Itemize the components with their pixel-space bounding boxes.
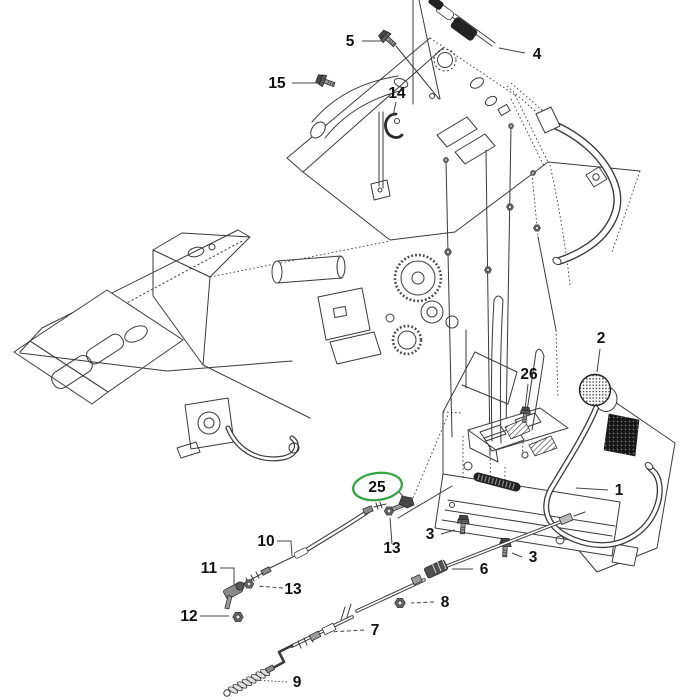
hanger-rods [442, 123, 559, 519]
callouts: 15 5 4 14 2 26 1 3 [180, 33, 623, 691]
highlight-ellipse [351, 471, 404, 502]
callout-2: 2 [596, 330, 606, 373]
svg-text:5: 5 [346, 33, 355, 50]
svg-text:10: 10 [257, 533, 274, 550]
callout-15: 15 [268, 75, 317, 92]
callout-1: 1 [575, 482, 624, 499]
rod-part-7 [268, 511, 586, 672]
guard-tube [543, 403, 663, 549]
pedal-pad [603, 413, 640, 457]
spring-part-9 [223, 664, 276, 697]
highlight-part-25: 25 [351, 471, 406, 502]
svg-text:11: 11 [201, 560, 218, 577]
svg-text:6: 6 [480, 561, 489, 578]
callout-13-upper: 13 [383, 517, 401, 557]
svg-text:4: 4 [533, 46, 542, 63]
callout-8: 8 [410, 594, 450, 611]
svg-text:12: 12 [180, 608, 197, 625]
callout-14: 14 [388, 85, 406, 117]
svg-text:2: 2 [597, 330, 606, 347]
callout-5: 5 [346, 33, 382, 50]
nut-part-8 [394, 598, 406, 608]
chassis-frame [13, 0, 641, 462]
callout-7: 7 [329, 622, 380, 639]
svg-text:7: 7 [371, 622, 380, 639]
svg-text:13: 13 [284, 581, 302, 598]
cable-part-4 [428, 0, 496, 47]
svg-text:26: 26 [520, 366, 538, 383]
svg-text:3: 3 [426, 526, 435, 543]
callout-3-lower: 3 [511, 549, 538, 566]
callout-25: 25 [368, 479, 386, 496]
coupler-part-6 [410, 558, 448, 586]
pedal-assembly-part-1 [397, 295, 676, 573]
handle-tube [506, 82, 622, 266]
cable-part-10 [240, 501, 387, 586]
svg-text:9: 9 [293, 674, 302, 691]
svg-text:13: 13 [383, 540, 401, 557]
callout-13-lower: 13 [256, 581, 302, 598]
bolt-part-5 [376, 28, 400, 51]
svg-text:8: 8 [441, 594, 450, 611]
callout-9: 9 [255, 674, 302, 691]
bolt-part-15 [314, 72, 337, 91]
bolt-part-25 [391, 414, 449, 512]
callout-26: 26 [520, 366, 538, 411]
callout-12: 12 [180, 608, 229, 625]
callout-6: 6 [452, 561, 489, 578]
nut-part-12 [232, 612, 244, 622]
svg-text:1: 1 [615, 482, 624, 499]
svg-text:15: 15 [268, 75, 286, 92]
clamp-part-14 [384, 112, 404, 139]
callout-10: 10 [257, 533, 293, 557]
mount-tube [310, 75, 409, 139]
callout-4: 4 [498, 46, 542, 63]
ball-joint-part-11 [223, 581, 245, 610]
callout-3-upper: 3 [426, 526, 456, 543]
svg-text:3: 3 [529, 549, 538, 566]
knob-part-2 [578, 373, 618, 412]
svg-text:14: 14 [388, 85, 406, 102]
callout-11: 11 [201, 560, 235, 585]
